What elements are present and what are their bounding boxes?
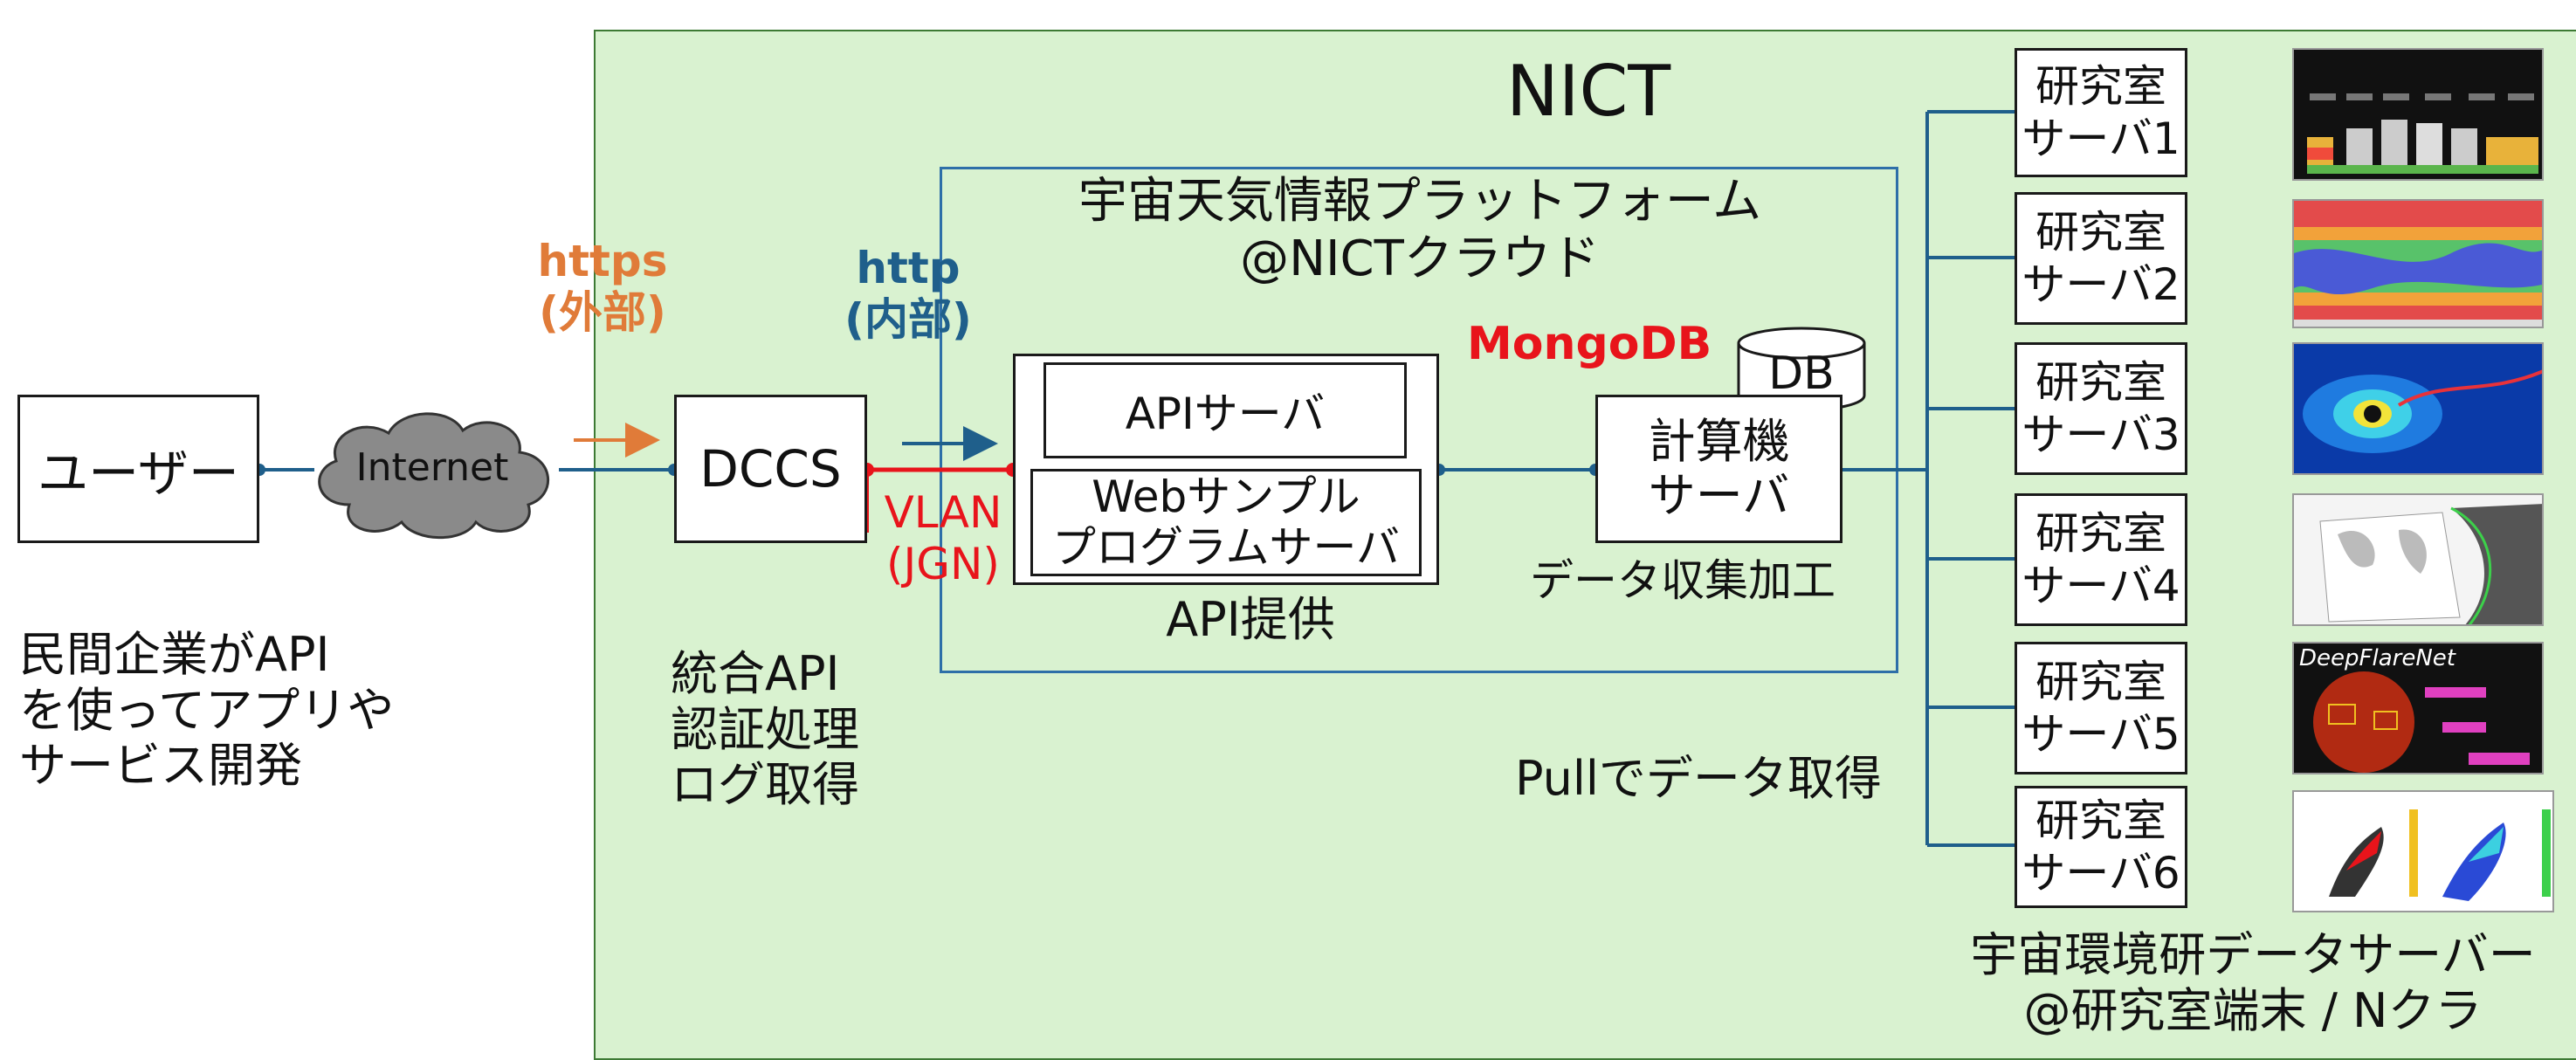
collect-caption: データ収集加工: [1530, 555, 1836, 606]
pull-caption: Pullでデータ取得: [1515, 751, 1882, 806]
internet-label: Internet: [355, 445, 509, 490]
lab-server-2: 研究室 サーバ2: [2015, 192, 2187, 325]
web-server-box: Webサンプル プログラムサーバ: [1030, 469, 1422, 576]
dccs-caption: 統合API 認証処理 ログ取得: [671, 646, 859, 813]
thumbnail-5: DeepFlareNet: [2292, 642, 2544, 774]
thumbnail-1: [2292, 48, 2544, 181]
thumbnail-2: [2292, 199, 2544, 328]
api-caption: API提供: [1166, 592, 1335, 647]
lab-server-1: 研究室 サーバ1: [2015, 48, 2187, 177]
vlan-label: VLAN (JGN): [884, 487, 1002, 589]
lab-server-6: 研究室 サーバ6: [2015, 786, 2187, 908]
deepflarenet-title: DeepFlareNet: [2299, 645, 2455, 671]
dccs-box: DCCS: [674, 395, 867, 543]
nict-title: NICT: [1506, 51, 1671, 132]
thumbnail-3: [2292, 342, 2544, 475]
lab-server-4: 研究室 サーバ4: [2015, 493, 2187, 626]
http-label: http (内部): [844, 243, 972, 345]
internet-cloud-icon: [318, 412, 550, 540]
lab-server-5: 研究室 サーバ5: [2015, 642, 2187, 774]
platform-title: 宇宙天気情報プラットフォーム @NICTクラウド: [1078, 173, 1762, 288]
data-server-caption: 宇宙環境研データサーバー @研究室端末 / Nクラ: [1970, 927, 2536, 1038]
calc-server-box: 計算機 サーバ: [1595, 395, 1842, 543]
nict-zone: [594, 30, 2576, 1060]
api-server-box: APIサーバ: [1043, 362, 1407, 458]
user-caption: 民間企業がAPI を使ってアプリや サービス開発: [19, 627, 395, 794]
user-box: ユーザー: [17, 395, 259, 543]
mongodb-label: MongoDB: [1467, 318, 1712, 370]
thumbnail-4: [2292, 493, 2544, 626]
https-label: https (外部): [537, 236, 668, 338]
platform-box: [940, 167, 1898, 673]
thumbnail-6: [2292, 790, 2554, 912]
db-label: DB: [1768, 348, 1835, 400]
lab-server-3: 研究室 サーバ3: [2015, 342, 2187, 475]
